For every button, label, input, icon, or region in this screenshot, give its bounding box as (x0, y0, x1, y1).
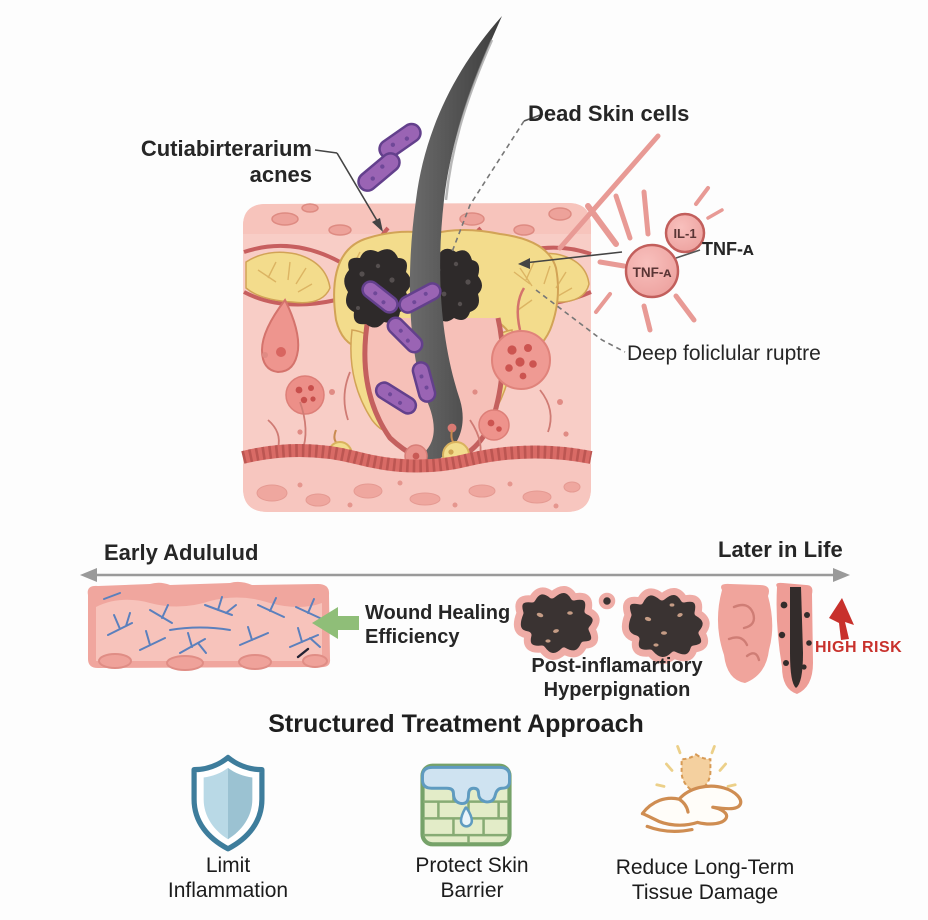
treatment-item2-line1: Protect (415, 854, 482, 877)
droplet-icon (459, 806, 474, 828)
shield-icon (191, 754, 265, 852)
young-skin-strip (87, 581, 331, 671)
hyperpigmentation-line2: Hyperpignation (543, 679, 691, 701)
wound-healing-label: Wound Healing Efficiency (365, 601, 515, 649)
brick-wall-icon (420, 763, 512, 847)
timeline-axis (80, 568, 850, 582)
wound-healing-arrow-icon (312, 607, 359, 639)
dermis-dots (262, 352, 569, 437)
follicular-rupture-label: Deep foliclular ruptre (627, 342, 821, 365)
treatment-item1-line1: Limit (205, 854, 251, 877)
treatment-item3-line1: Reduce Long-Term (615, 856, 795, 879)
cutibacterium-line1: Cutiabirterarium (140, 136, 312, 161)
hyperpigmentation-spots (513, 586, 710, 664)
cytokine-burst: IL-1 TNF-ᴀ (557, 133, 724, 333)
hair-shaft (374, 16, 502, 492)
treatment-item3-line2: Tissue Damage (631, 881, 779, 904)
cutibacterium-acnes-label: Cutiabirterarium acnes (118, 136, 312, 188)
treatment-item-label-protect-skin-barrier: Protect Skin Barrier (394, 853, 550, 903)
timeline-right-label: Later in Life (718, 537, 843, 562)
moisture-layer (421, 765, 511, 806)
annotation-connectors (314, 113, 626, 353)
tnf-bubble (624, 243, 680, 299)
skin-glands (260, 287, 551, 468)
timeline-left-label: Early Adululud (104, 540, 259, 565)
high-risk-arrow-icon (829, 598, 854, 640)
wound-healing-line1: Wound Healing (365, 602, 511, 624)
treatment-item-label-reduce-damage: Reduce Long-Term Tissue Damage (610, 855, 800, 905)
timeline-illustration (80, 568, 854, 694)
il1-bubble (664, 212, 706, 254)
surface-bumps (271, 203, 572, 236)
scar-shapes (717, 582, 813, 694)
wound-healing-line2: Efficiency (365, 626, 460, 648)
high-risk-label: HIGH RISK (815, 639, 903, 656)
hyperpigmentation-line1: Post-inflamartiory (531, 655, 703, 677)
cutibacterium-line2: acnes (249, 162, 312, 187)
vessel-branches (103, 592, 323, 654)
hyperpigmentation-label: Post-inflamartiory Hyperpignation (522, 654, 712, 702)
tnf-bubble-label: TNF-ᴀ (633, 265, 672, 280)
open-hand (640, 784, 743, 833)
treatment-item1-line2: Inflammation (167, 879, 289, 902)
fat-layer (243, 457, 591, 512)
tnf-callout-label: TNF-ᴀ (702, 239, 754, 259)
dead-skin-cells-label: Dead Skin cells (528, 101, 690, 126)
subcutaneous-band (241, 444, 593, 474)
il1-bubble-label: IL-1 (673, 226, 696, 241)
bacteria-rods (357, 122, 442, 415)
treatment-section-title: Structured Treatment Approach (268, 710, 644, 738)
treatment-item2-line2: Skin Barrier (440, 854, 529, 902)
treatment-item-label-limit-inflammation: Limit Inflammation (150, 853, 306, 903)
skin-block (241, 16, 593, 512)
hand-holding-shield-icon (640, 745, 743, 833)
skin-cross-section-illustration: IL-1 TNF-ᴀ (241, 16, 724, 512)
